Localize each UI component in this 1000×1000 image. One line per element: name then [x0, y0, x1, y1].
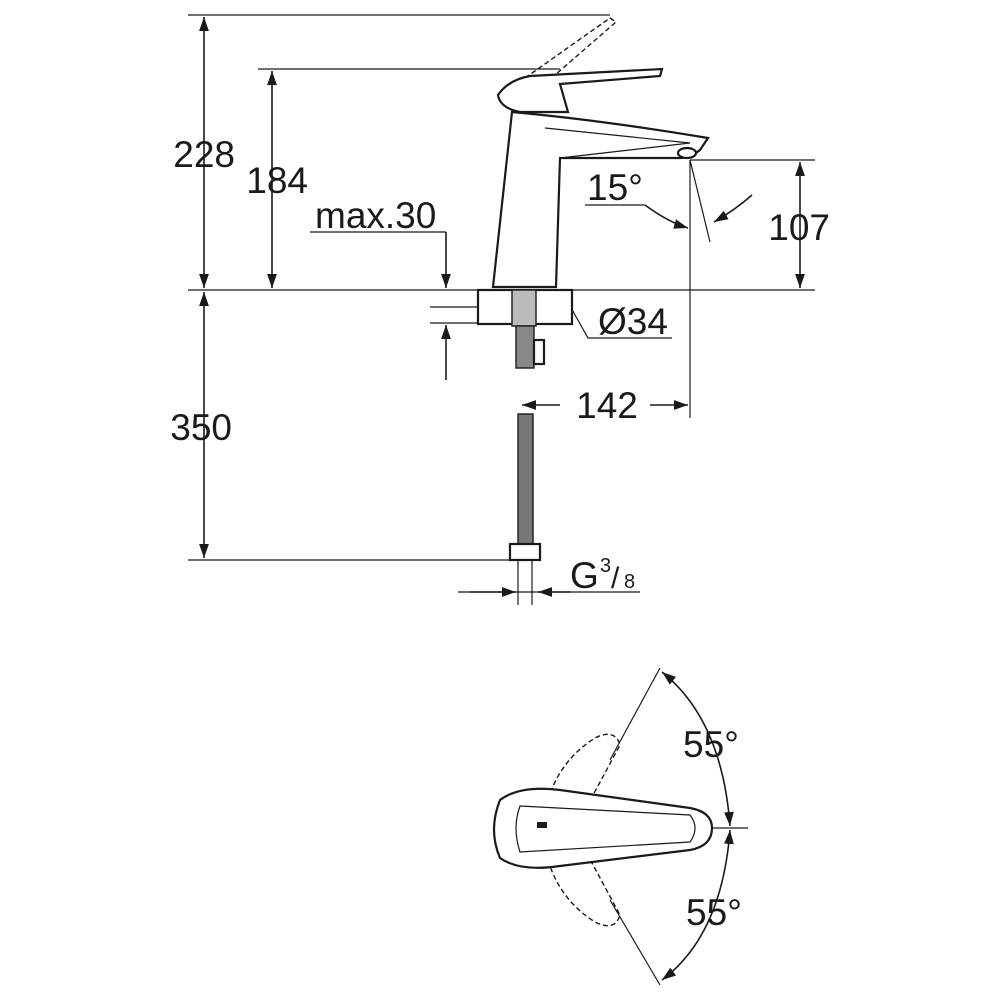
dimension-diameter-label: Ø34 [598, 301, 668, 342]
dimension-15deg: 15° [585, 159, 753, 243]
dimension-228: 228 [173, 17, 235, 288]
faucet-top-view: 55° 55° [492, 667, 748, 986]
dimension-184-label: 184 [246, 160, 308, 201]
dimension-184: 184 [246, 71, 308, 288]
thread-numerator: 3 [600, 555, 611, 577]
dimension-350-label: 350 [170, 407, 232, 448]
dimension-350: 350 [170, 292, 232, 558]
rotation-up-label: 55° [683, 724, 739, 765]
dimension-107-label: 107 [768, 207, 830, 248]
svg-text:/: / [611, 562, 620, 595]
faucet-side-view [476, 17, 710, 605]
dimension-107: 107 [768, 162, 830, 288]
thread-denominator: 8 [624, 571, 635, 593]
dimension-thread: G 3 / 8 [458, 555, 640, 597]
rotation-down-label: 55° [686, 892, 742, 933]
dimension-diameter-34: Ø34 [569, 301, 672, 342]
dimension-15deg-label: 15° [587, 167, 643, 208]
dimension-max30: max.30 [310, 195, 495, 380]
dimension-max30-label: max.30 [315, 195, 436, 236]
dimension-142: 142 [522, 385, 688, 426]
dimension-228-label: 228 [173, 134, 235, 175]
dimension-142-label: 142 [576, 385, 638, 426]
thread-label: G [570, 555, 599, 596]
